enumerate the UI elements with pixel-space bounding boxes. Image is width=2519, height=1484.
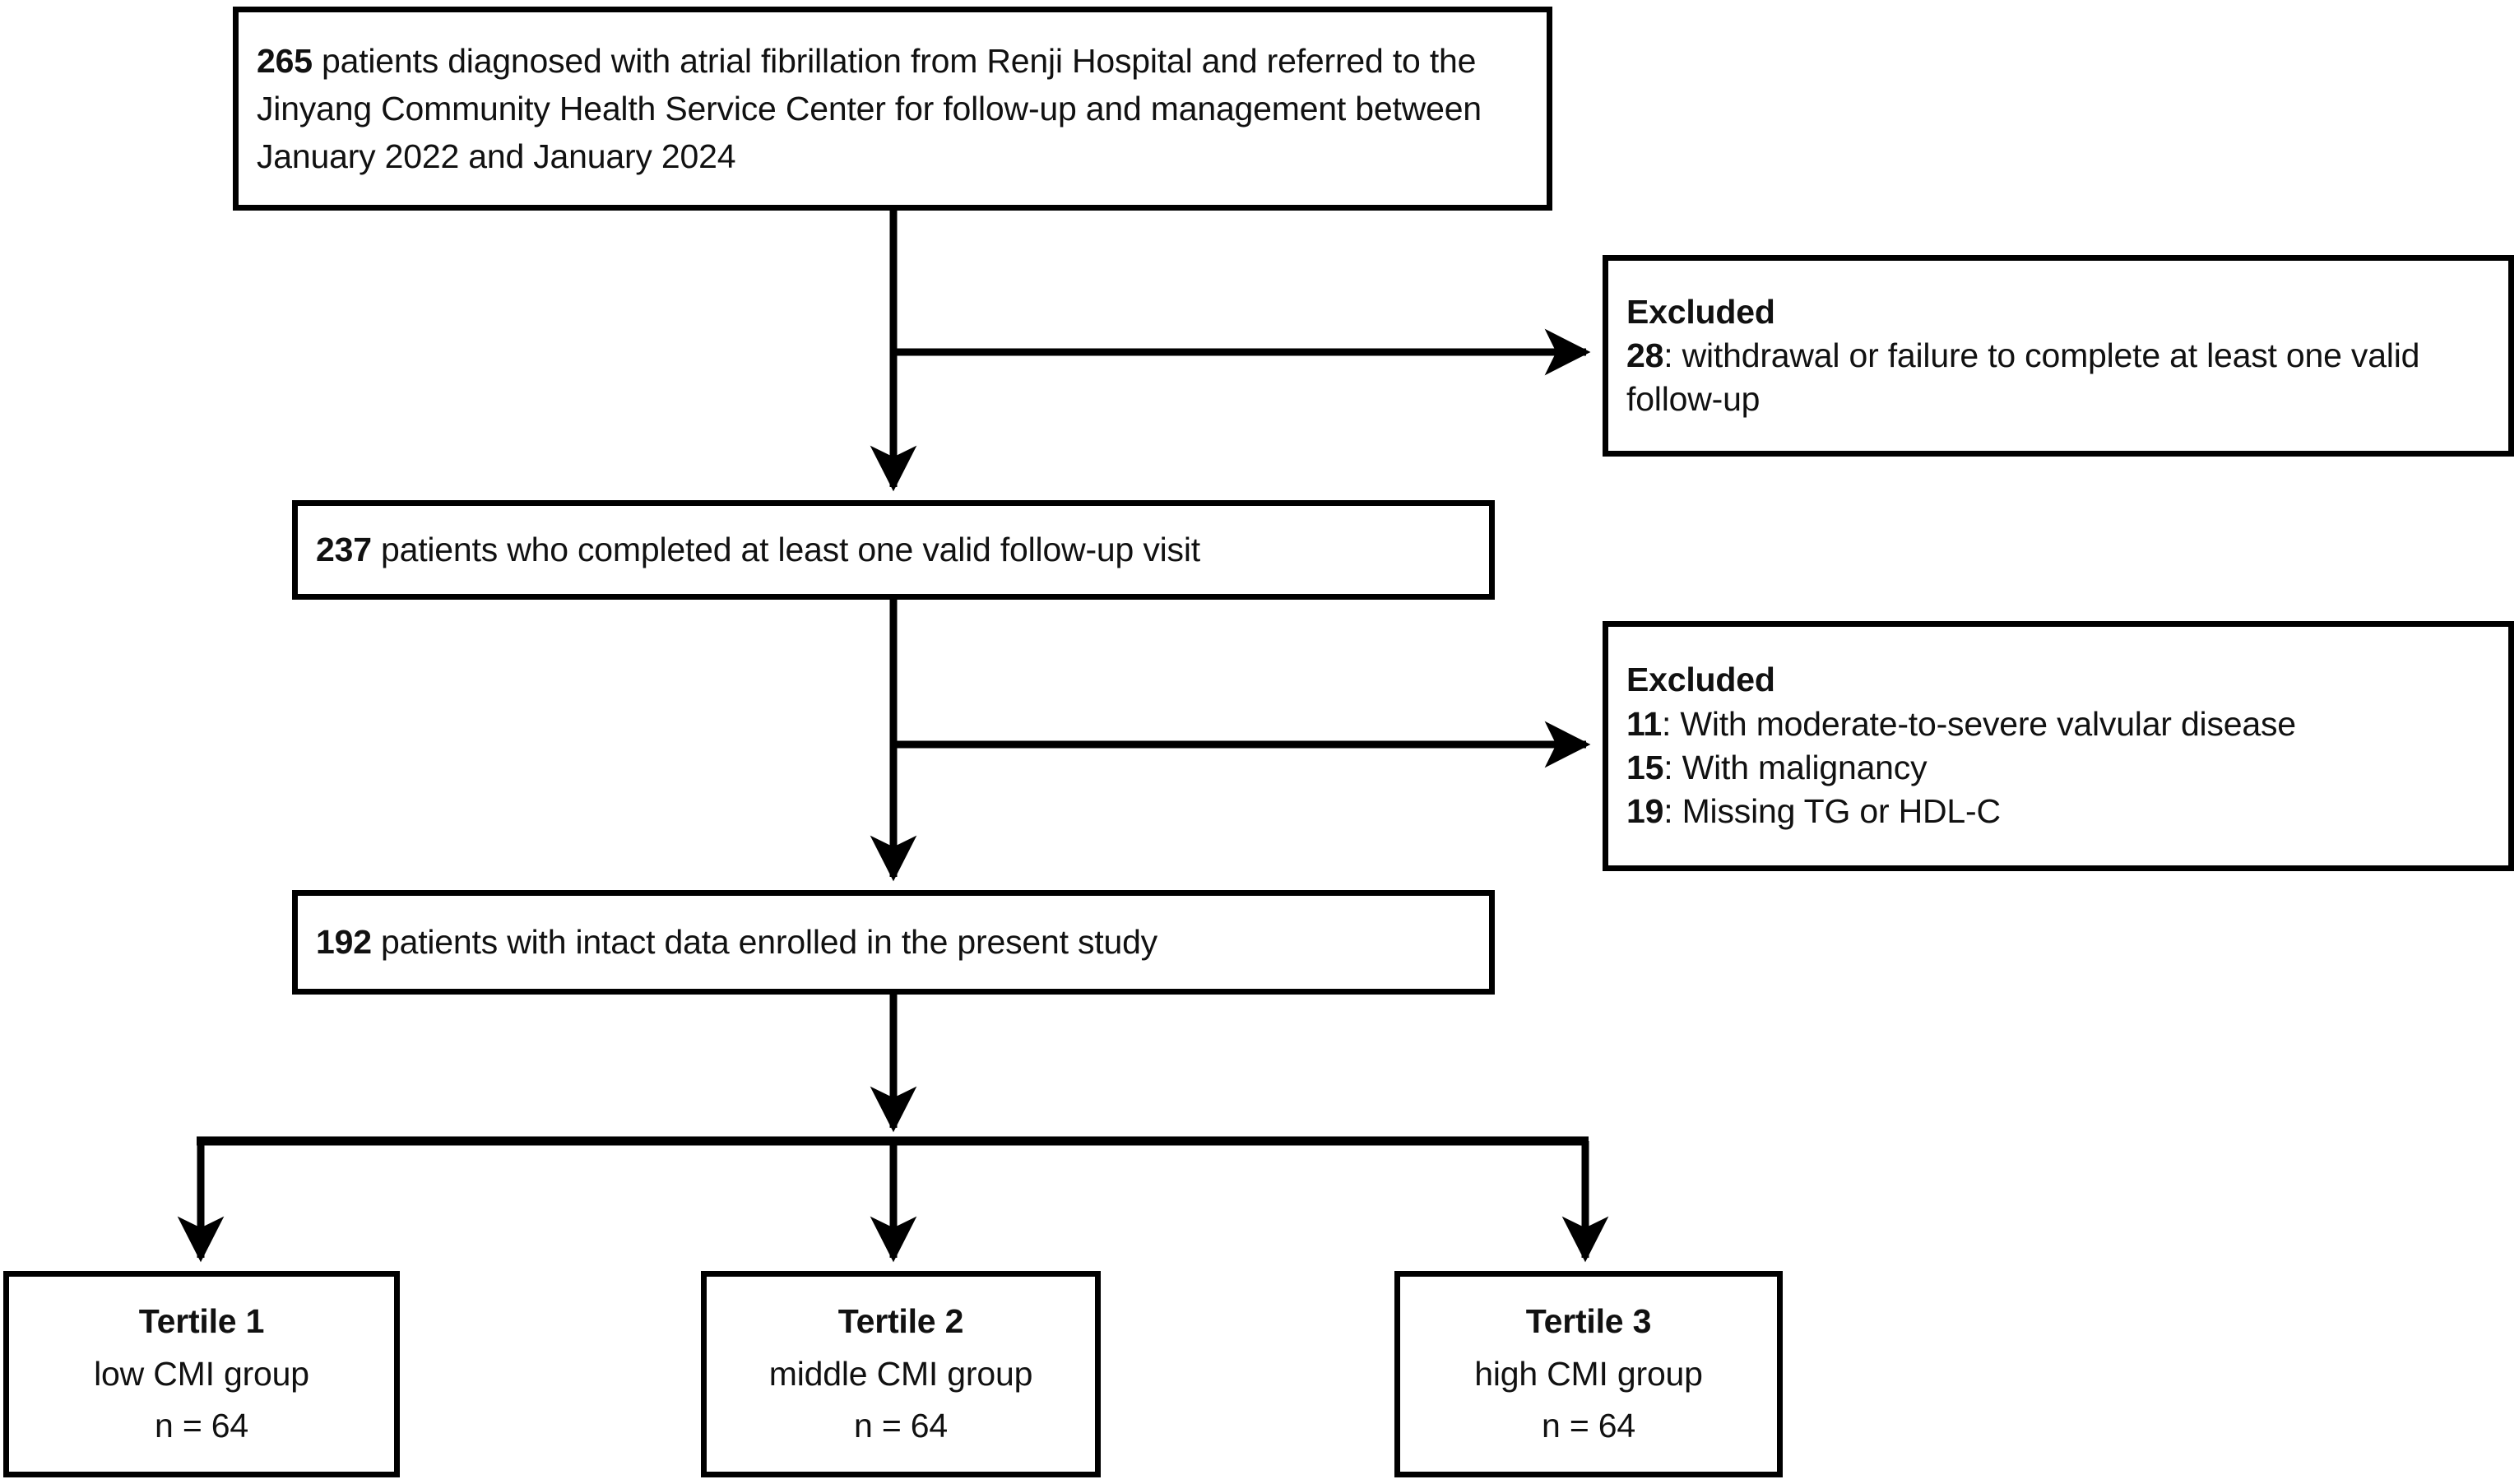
node-tertile-3-group: high CMI group: [1474, 1354, 1703, 1393]
node-intact-text: 192 patients with intact data enrolled i…: [316, 918, 1471, 966]
node-intact-count: 192: [316, 923, 372, 962]
node-excluded-second-reason-2: 15: With malignancy: [1626, 749, 1928, 786]
node-tertile-2: Tertile 2 middle CMI group n = 64: [701, 1271, 1101, 1477]
node-tertile-1-heading: Tertile 1: [138, 1302, 265, 1341]
node-followup-text: 237 patients who completed at least one …: [316, 526, 1471, 573]
node-tertile-3-n: n = 64: [1542, 1407, 1635, 1445]
node-excluded-first: Excluded 28: withdrawal or failure to co…: [1603, 255, 2514, 457]
node-excluded-second-reason-3: 19: Missing TG or HDL-C: [1626, 792, 2001, 831]
node-enrolled-text: 265 patients diagnosed with atrial fibri…: [257, 37, 1529, 181]
node-tertile-1-n: n = 64: [155, 1407, 248, 1445]
node-tertile-2-n: n = 64: [854, 1407, 948, 1445]
node-excluded-first-reason-count: 28: [1626, 336, 1664, 374]
node-excluded-first-reason: 28: withdrawal or failure to complete at…: [1626, 334, 2490, 422]
node-excluded-first-heading: Excluded: [1626, 292, 1775, 331]
node-followup-description: patients who completed at least one vali…: [371, 531, 1200, 569]
node-tertile-2-group: middle CMI group: [768, 1354, 1033, 1393]
node-enrolled-count: 265: [257, 41, 313, 80]
node-tertile-2-heading: Tertile 2: [837, 1302, 964, 1341]
node-tertile-3-heading: Tertile 3: [1525, 1302, 1652, 1341]
node-intact-data: 192 patients with intact data enrolled i…: [292, 890, 1495, 995]
node-tertile-1-group: low CMI group: [94, 1354, 309, 1393]
node-enrolled-description: patients diagnosed with atrial fibrillat…: [257, 41, 1482, 176]
node-enrolled-patients: 265 patients diagnosed with atrial fibri…: [233, 7, 1552, 211]
node-excluded-second: Excluded 11: With moderate-to-severe val…: [1603, 621, 2514, 871]
node-excluded-second-heading: Excluded: [1626, 661, 1775, 699]
node-followup-completed: 237 patients who completed at least one …: [292, 500, 1495, 600]
node-tertile-1: Tertile 1 low CMI group n = 64: [3, 1271, 400, 1477]
node-excluded-second-reason-1: 11: With moderate-to-severe valvular dis…: [1626, 704, 2296, 743]
node-followup-count: 237: [316, 531, 372, 569]
node-excluded-first-reason-text: : withdrawal or failure to complete at l…: [1626, 336, 2420, 419]
node-intact-description: patients with intact data enrolled in th…: [371, 923, 1157, 962]
node-tertile-3: Tertile 3 high CMI group n = 64: [1394, 1271, 1783, 1477]
